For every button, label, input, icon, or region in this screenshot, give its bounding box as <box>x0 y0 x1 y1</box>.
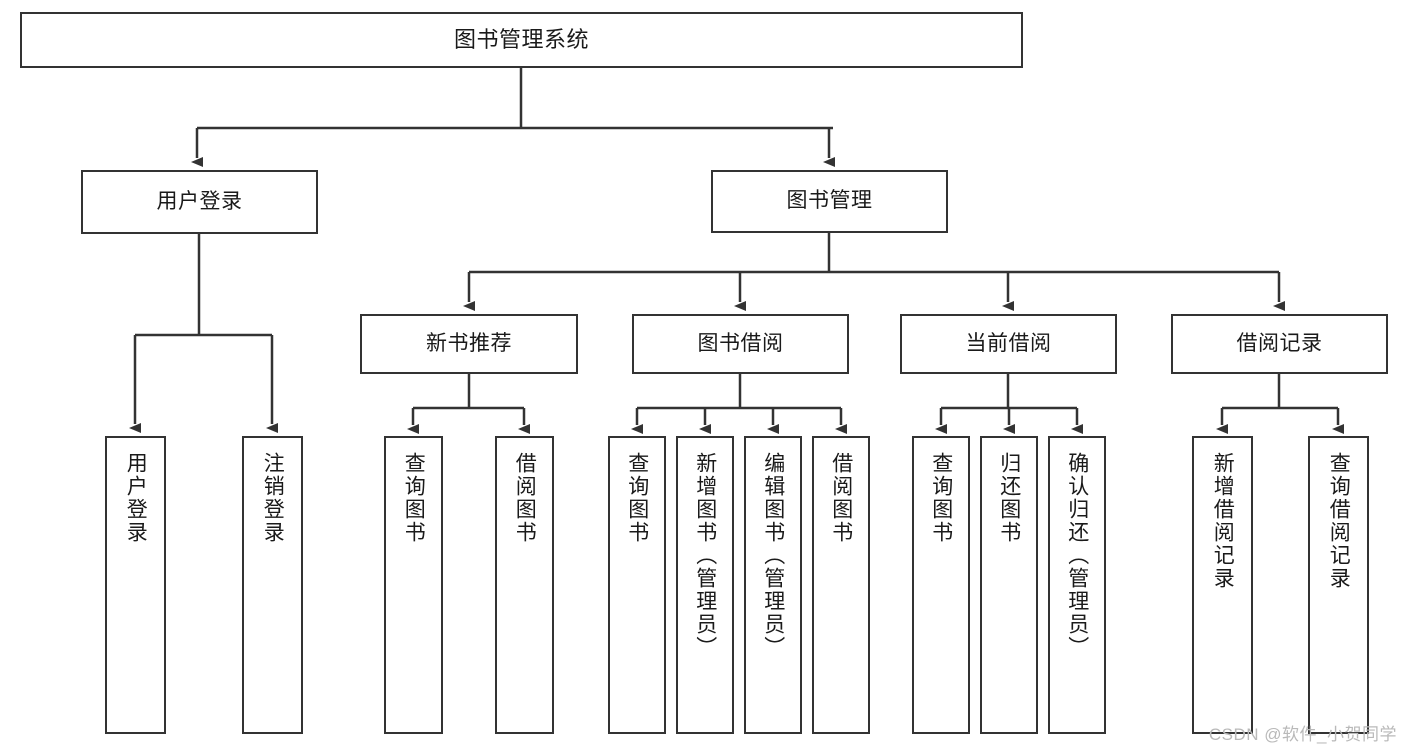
node-label: 确认归还（管理员） <box>1065 452 1089 659</box>
leaf-query-book-borrow[interactable]: 查询图书 <box>608 436 666 734</box>
node-label: 新增借阅记录 <box>1211 452 1235 590</box>
watermark-text: CSDN @软件_小贺同学 <box>1208 725 1397 744</box>
node-label: 借阅图书 <box>829 452 853 544</box>
leaf-query-book-recommend[interactable]: 查询图书 <box>384 436 443 734</box>
leaf-add-borrow-record[interactable]: 新增借阅记录 <box>1192 436 1253 734</box>
node-label: 用户登录 <box>124 452 148 544</box>
leaf-confirm-return-admin[interactable]: 确认归还（管理员） <box>1048 436 1106 734</box>
node-current-borrow[interactable]: 当前借阅 <box>900 314 1117 374</box>
leaf-borrow-book[interactable]: 借阅图书 <box>812 436 870 734</box>
node-label: 图书管理系统 <box>453 27 589 53</box>
node-label: 当前借阅 <box>965 331 1052 355</box>
leaf-edit-book-admin[interactable]: 编辑图书（管理员） <box>744 436 802 734</box>
node-user-login[interactable]: 用户登录 <box>81 170 318 234</box>
node-label: 借阅图书 <box>513 452 537 544</box>
node-label: 查询图书 <box>929 452 953 544</box>
node-root-system[interactable]: 图书管理系统 <box>20 12 1023 68</box>
node-new-book-recommend[interactable]: 新书推荐 <box>360 314 578 374</box>
node-label: 用户登录 <box>156 189 243 213</box>
node-label: 注销登录 <box>261 452 285 544</box>
node-book-borrow[interactable]: 图书借阅 <box>632 314 849 374</box>
leaf-query-borrow-record[interactable]: 查询借阅记录 <box>1308 436 1369 734</box>
node-label: 新增图书（管理员） <box>693 452 717 659</box>
node-book-management[interactable]: 图书管理 <box>711 170 948 233</box>
node-label: 查询图书 <box>625 452 649 544</box>
node-label: 图书借阅 <box>697 331 784 355</box>
node-label: 新书推荐 <box>426 331 512 355</box>
leaf-user-login[interactable]: 用户登录 <box>105 436 166 734</box>
leaf-add-book-admin[interactable]: 新增图书（管理员） <box>676 436 734 734</box>
node-label: 查询图书 <box>402 452 426 544</box>
leaf-query-book-current[interactable]: 查询图书 <box>912 436 970 734</box>
leaf-return-book[interactable]: 归还图书 <box>980 436 1038 734</box>
node-label: 借阅记录 <box>1236 331 1323 355</box>
node-label: 图书管理 <box>786 189 873 213</box>
leaf-borrow-book-recommend[interactable]: 借阅图书 <box>495 436 554 734</box>
node-label: 编辑图书（管理员） <box>761 452 785 659</box>
leaf-logout[interactable]: 注销登录 <box>242 436 303 734</box>
node-label: 查询借阅记录 <box>1327 452 1351 590</box>
node-borrow-records[interactable]: 借阅记录 <box>1171 314 1388 374</box>
node-label: 归还图书 <box>997 452 1021 544</box>
